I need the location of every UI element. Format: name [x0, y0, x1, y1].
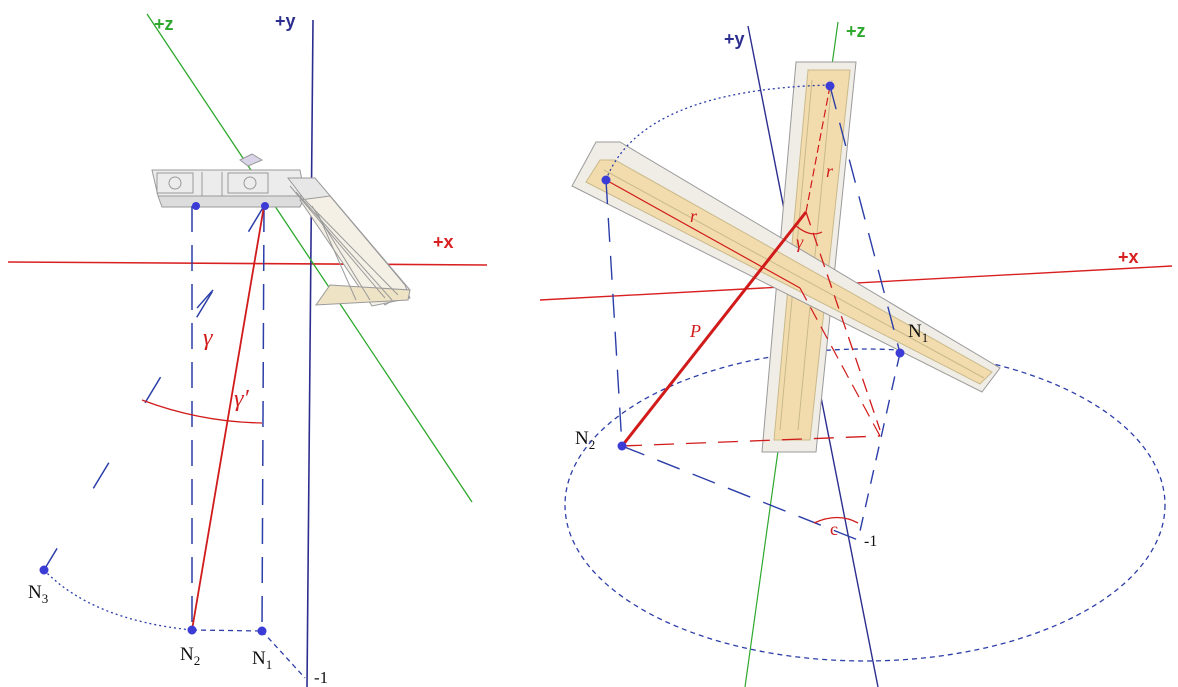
right-label-r-vertical: r [826, 161, 834, 181]
left-panel: +x +y +z [7, 11, 488, 687]
right-panel: +x +y +z [539, 21, 1173, 687]
left-point-source-2 [192, 202, 200, 210]
left-point-n2 [187, 625, 197, 635]
left-z-axis [146, 13, 473, 503]
right-blue-dashed-n2-vertical [605, 179, 623, 447]
left-x-axis [7, 261, 488, 266]
left-label-n3: N3 [28, 582, 48, 606]
left-point-source [261, 202, 269, 210]
left-label-gamma-prime: γ′ [234, 386, 249, 412]
right-vector-p [620, 211, 808, 447]
right-blue-dashed-n2-minus-one [621, 445, 859, 541]
left-angle-arc-gamma-prime [141, 399, 263, 424]
left-dashed-radius-n3 [43, 205, 265, 571]
left-vector-gamma [191, 205, 265, 631]
right-radius-vertical [805, 85, 831, 213]
left-tick-upper [196, 289, 214, 309]
right-angle-arc-gamma [794, 224, 823, 235]
left-dotted-arc-n3-n2 [43, 569, 193, 631]
right-red-dashed-2 [621, 435, 881, 447]
right-angle-arc-c [813, 516, 859, 524]
right-label-n1: N1 [908, 321, 928, 345]
right-y-axis-label: +y [724, 29, 745, 49]
right-label-minus-one: -1 [864, 533, 877, 550]
left-dashed-n2-n1 [191, 629, 263, 632]
right-red-dashed-1 [805, 211, 881, 431]
right-blue-dashed-n1-vertical [829, 85, 901, 354]
left-label-minus-one: -1 [314, 668, 328, 687]
right-point-top [825, 81, 835, 91]
left-dashed-vertical-n1 [261, 205, 265, 631]
left-x-axis-label: +x [433, 232, 454, 252]
left-luminaire [151, 153, 411, 307]
right-point-n1 [895, 348, 905, 358]
right-point-left [601, 175, 611, 185]
right-point-n2 [617, 441, 627, 451]
right-blue-dashed-n1-minus-one [857, 352, 901, 541]
right-radius-horizontal [605, 179, 801, 289]
left-y-axis [306, 19, 314, 687]
left-label-n1: N1 [252, 648, 272, 672]
right-red-dashed-3 [799, 287, 881, 437]
left-y-axis-label: +y [275, 11, 296, 31]
right-label-gamma: γ [796, 232, 804, 252]
left-point-n3 [39, 565, 49, 575]
right-label-n2: N2 [575, 428, 595, 452]
right-label-c: c [830, 519, 838, 539]
right-dotted-arc-top [605, 84, 831, 181]
left-label-gamma: γ [203, 325, 213, 351]
left-point-n1 [257, 626, 267, 636]
left-label-n2: N2 [180, 644, 200, 668]
left-z-axis-label: +z [154, 14, 174, 34]
right-dashed-ellipse [564, 348, 1166, 662]
right-label-r-horizontal: r [690, 206, 698, 226]
left-dashed-n1-minus-one [261, 630, 306, 679]
right-luminaire-horizontal [571, 141, 1001, 393]
right-x-axis-label: +x [1118, 247, 1139, 267]
right-label-p: P [689, 321, 701, 341]
right-z-axis-label: +z [846, 21, 866, 41]
